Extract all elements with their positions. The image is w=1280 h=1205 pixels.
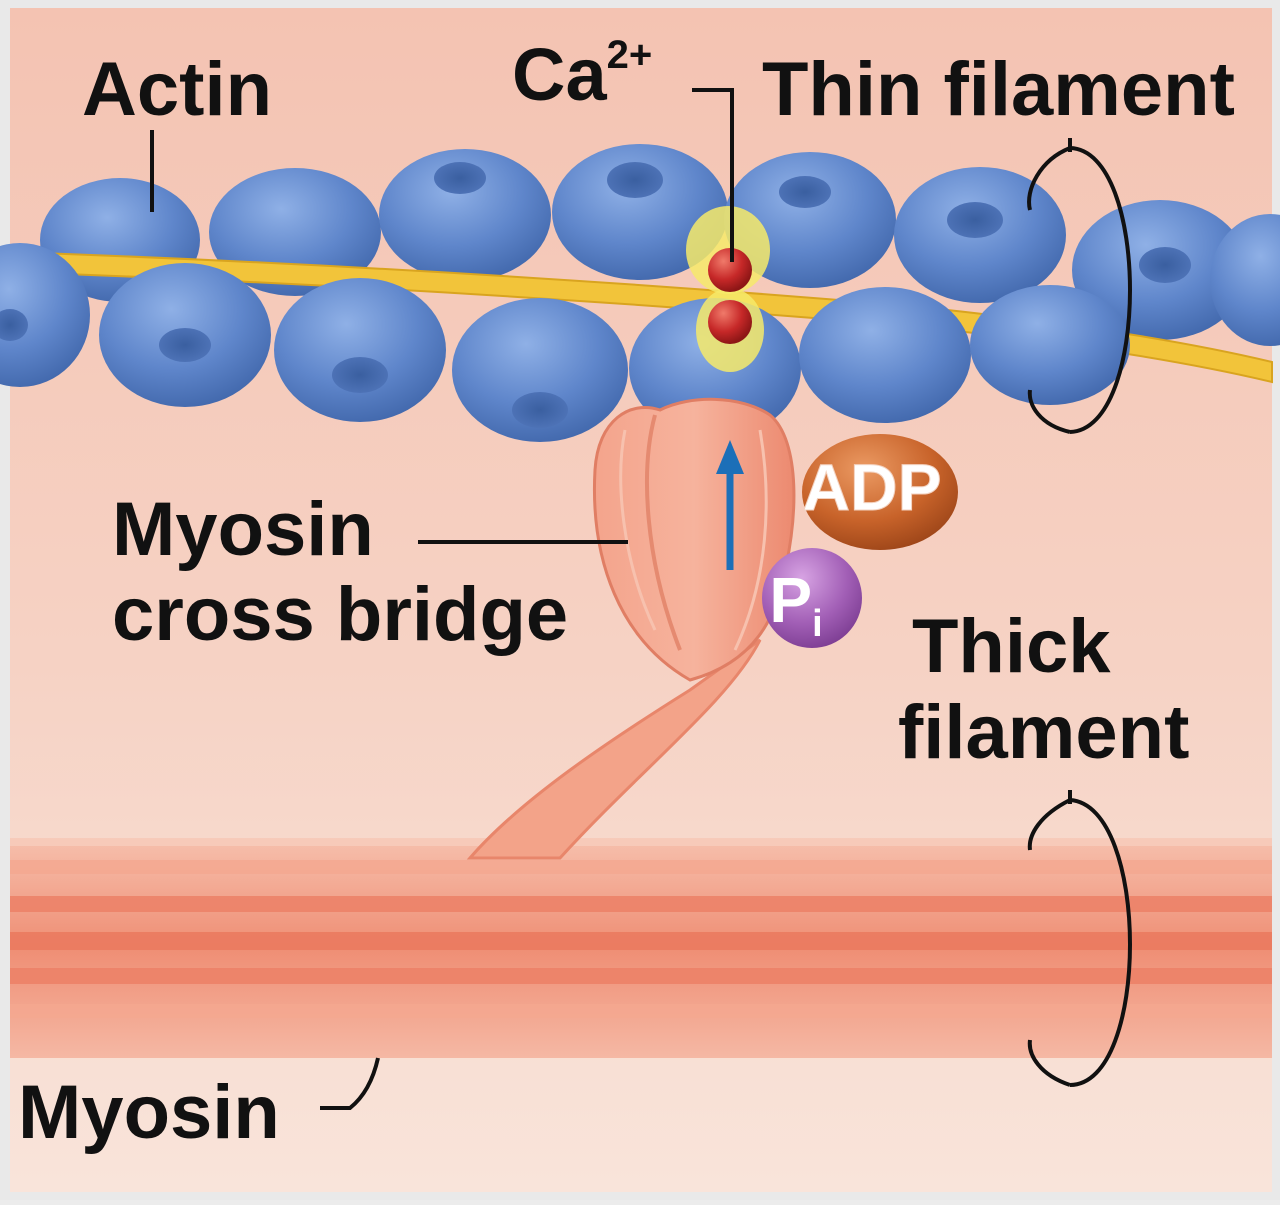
actin-bead	[452, 298, 628, 442]
thick-filament	[10, 838, 1272, 1058]
actin-bead	[970, 285, 1130, 405]
myosin-neck	[466, 638, 762, 860]
phosphate-subscript: i	[812, 603, 823, 645]
calcium-ion	[708, 248, 752, 292]
actin-label: Actin	[82, 47, 272, 132]
actin-bead	[379, 149, 551, 281]
actin-front-row	[0, 243, 1130, 442]
myosin-leader-line	[320, 1057, 380, 1110]
thick-filament-label-line2: filament	[898, 690, 1189, 775]
svg-text:Ca2+: Ca2+	[512, 33, 652, 116]
myosin-label: Myosin	[18, 1070, 280, 1155]
actin-bead	[274, 278, 446, 422]
calcium-label: Ca	[512, 33, 607, 116]
thin-filament-label: Thin filament	[762, 47, 1235, 132]
adp-molecule: ADP	[802, 434, 958, 550]
thick-filament-label-line1: Thick	[912, 604, 1111, 689]
calcium-ions	[686, 206, 770, 372]
actin-bead	[799, 287, 971, 423]
myosin-cross-bridge-label-line1: Myosin	[112, 487, 374, 572]
thick-filament-bracket	[1027, 798, 1132, 1087]
actin-bead	[1210, 214, 1280, 346]
svg-text:Pi: Pi	[769, 564, 822, 645]
binding-arrow	[716, 440, 744, 570]
myosin-cross-bridge	[466, 397, 796, 860]
thin-filament-bracket	[1027, 146, 1132, 434]
calcium-ion	[708, 300, 752, 344]
actin-bead	[0, 243, 90, 387]
calcium-leader-line	[692, 88, 734, 262]
myosin-cross-bridge-label-line2: cross bridge	[112, 572, 568, 657]
phosphate-label: P	[769, 564, 812, 636]
phosphate-molecule: Pi	[762, 548, 862, 648]
calcium-superscript: 2+	[607, 33, 653, 77]
actin-bead	[552, 144, 728, 280]
adp-label: ADP	[802, 450, 941, 524]
